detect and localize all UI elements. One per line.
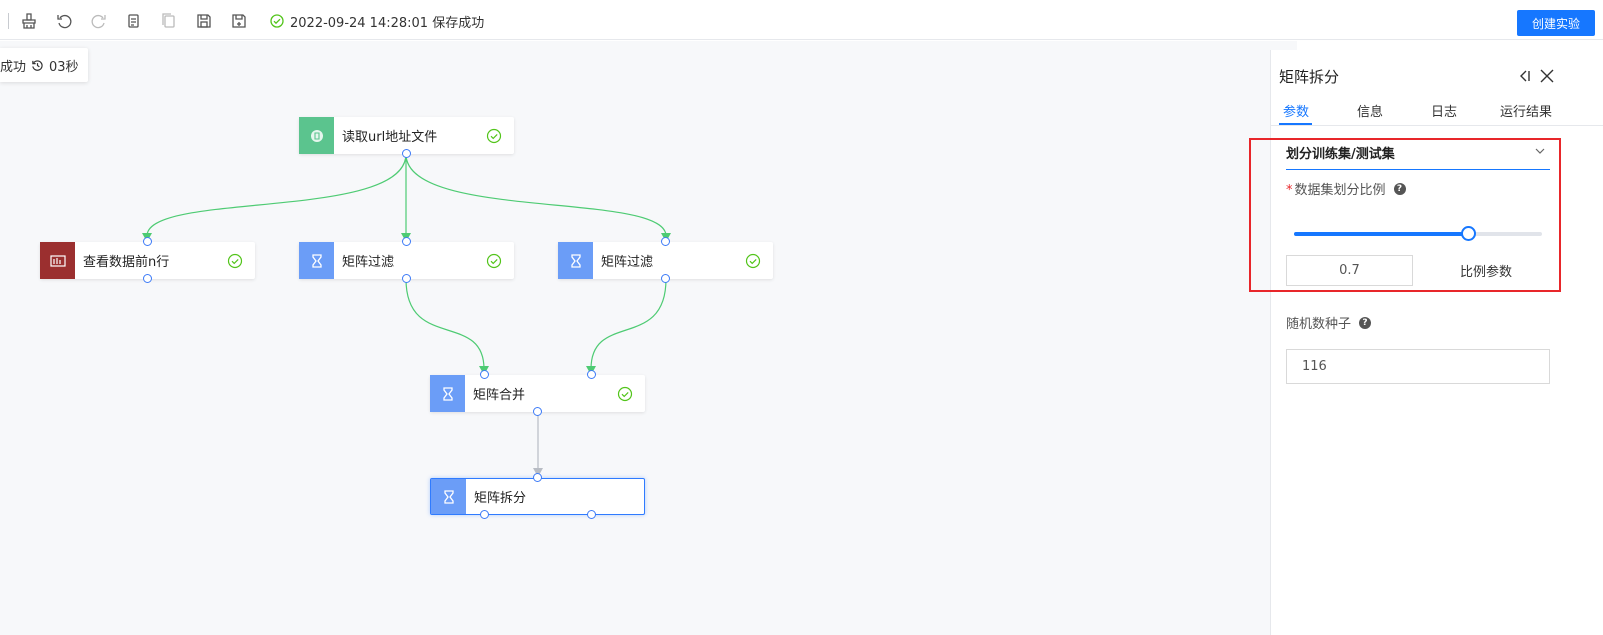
close-icon[interactable] <box>1539 68 1555 84</box>
file-read-icon <box>299 117 334 154</box>
save-as-icon[interactable] <box>230 12 248 30</box>
highlight-annotation-box <box>1249 138 1561 292</box>
toolbar: 2022-09-24 14:28:01 保存成功 创建实验 <box>0 0 1603 40</box>
input-port[interactable] <box>143 237 152 246</box>
input-port[interactable] <box>587 370 596 379</box>
node-label: 矩阵过滤 <box>342 255 395 270</box>
node-view-top-rows[interactable]: 查看数据前n行 <box>40 237 255 283</box>
slider-handle[interactable] <box>1460 226 1476 241</box>
slider-track <box>1294 232 1468 236</box>
save-status-text: 2022-09-24 14:28:01 保存成功 <box>290 15 485 31</box>
required-mark: * <box>1286 183 1293 198</box>
save-icon[interactable] <box>195 12 213 30</box>
output-port[interactable] <box>661 274 670 283</box>
success-check-icon <box>486 128 502 143</box>
section-title: 划分训练集/测试集 <box>1286 147 1395 162</box>
node-label: 矩阵过滤 <box>601 255 654 270</box>
run-time-text: 03秒 <box>49 59 79 75</box>
create-experiment-button[interactable]: 创建实验 <box>1517 10 1595 36</box>
input-port[interactable] <box>402 237 411 246</box>
collapse-icon[interactable] <box>1517 68 1533 84</box>
help-icon[interactable]: ? <box>1393 182 1406 195</box>
random-seed-label-text: 随机数种子 <box>1286 317 1352 332</box>
copy-icon[interactable] <box>125 12 143 30</box>
node-matrix-filter-2[interactable]: 矩阵过滤 <box>558 237 773 283</box>
tab-info[interactable]: 信息 <box>1357 105 1384 120</box>
edge-read-to-filter2 <box>405 153 667 237</box>
help-icon[interactable]: ? <box>1359 316 1372 329</box>
hourglass-icon <box>299 242 334 279</box>
panel-title: 矩阵拆分 <box>1279 68 1340 86</box>
run-status-badge: 成功 03秒 <box>0 48 88 82</box>
edge-filter2-to-merge <box>590 278 667 370</box>
chevron-down-icon[interactable] <box>1534 145 1546 157</box>
output-port[interactable] <box>402 149 411 158</box>
split-ratio-label-text: 数据集划分比例 <box>1294 183 1386 198</box>
success-check-icon <box>270 14 284 28</box>
split-ratio-label: *数据集划分比例 ? <box>1286 179 1406 198</box>
node-matrix-filter-1[interactable]: 矩阵过滤 <box>299 237 514 283</box>
edge-read-to-view <box>146 153 407 237</box>
output-port[interactable] <box>143 274 152 283</box>
output-port[interactable] <box>587 510 596 519</box>
success-check-icon <box>486 253 502 268</box>
edge-filter1-to-merge <box>405 278 485 370</box>
output-port[interactable] <box>402 274 411 283</box>
hourglass-icon <box>430 375 465 412</box>
node-label: 矩阵拆分 <box>474 491 527 506</box>
split-ratio-caption: 比例参数 <box>1460 265 1513 280</box>
hourglass-icon <box>431 479 466 514</box>
node-read-url-file[interactable]: 读取url地址文件 <box>299 117 514 158</box>
hourglass-icon <box>558 242 593 279</box>
workflow-canvas[interactable]: 成功 03秒 读取url地址文件 <box>0 41 1297 635</box>
random-seed-input[interactable]: 116 <box>1286 349 1550 384</box>
input-port[interactable] <box>661 237 670 246</box>
output-port[interactable] <box>533 407 542 416</box>
success-check-icon <box>617 386 633 401</box>
save-status: 2022-09-24 14:28:01 保存成功 <box>270 12 485 31</box>
timer-icon <box>32 59 43 71</box>
node-label: 读取url地址文件 <box>342 130 438 145</box>
output-port[interactable] <box>480 510 489 519</box>
run-status-text: 成功 <box>0 59 27 75</box>
tab-results[interactable]: 运行结果 <box>1500 105 1553 120</box>
redo-icon[interactable] <box>90 12 108 30</box>
node-label: 查看数据前n行 <box>83 255 170 270</box>
node-matrix-merge[interactable]: 矩阵合并 <box>430 370 645 416</box>
input-port[interactable] <box>480 370 489 379</box>
random-seed-label: 随机数种子 ? <box>1286 313 1372 332</box>
properties-panel: 矩阵拆分 参数 信息 日志 运行结果 <box>1270 50 1603 635</box>
active-tab-indicator <box>1279 123 1312 125</box>
split-ratio-input[interactable]: 0.7 <box>1286 255 1413 286</box>
section-split-dataset[interactable]: 划分训练集/测试集 <box>1286 142 1550 170</box>
undo-icon[interactable] <box>55 12 73 30</box>
tab-logs[interactable]: 日志 <box>1431 105 1458 120</box>
connection-edges <box>142 153 671 477</box>
tab-params[interactable]: 参数 <box>1283 105 1310 120</box>
arrow-head <box>533 468 543 477</box>
input-port[interactable] <box>533 473 542 482</box>
success-check-icon <box>745 253 761 268</box>
broom-icon[interactable] <box>20 12 38 30</box>
split-ratio-slider[interactable] <box>1294 226 1542 241</box>
node-label: 矩阵合并 <box>473 388 526 403</box>
table-view-icon <box>40 242 75 279</box>
paste-icon[interactable] <box>160 12 178 30</box>
success-check-icon <box>227 253 243 268</box>
toolbar-divider <box>8 13 9 29</box>
panel-tabs: 参数 信息 日志 运行结果 <box>1271 98 1603 126</box>
node-matrix-split[interactable]: 矩阵拆分 <box>430 473 645 519</box>
